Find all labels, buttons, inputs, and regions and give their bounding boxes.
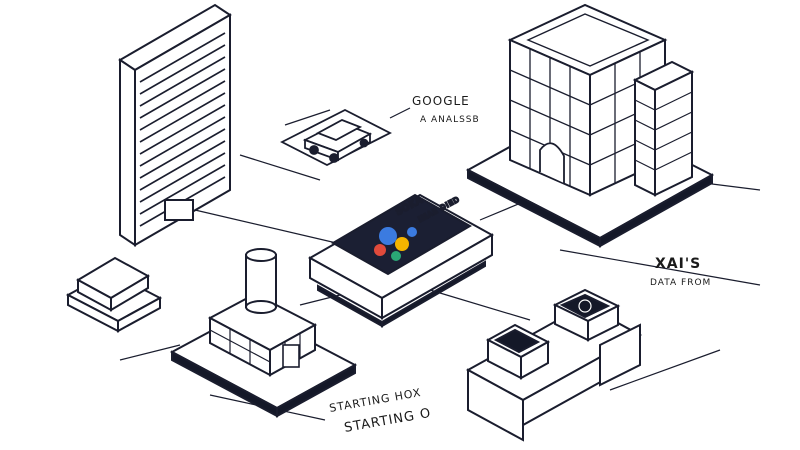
central-display-device: SOKA IMAE DIED (307, 193, 495, 328)
server-rack-tower (118, 3, 232, 247)
hands-icon (485, 323, 551, 380)
xai-label: XAI'S (655, 256, 701, 272)
xai-sublabel: DATA FROM (650, 278, 711, 288)
car-platform (280, 108, 392, 167)
storage-box-small (65, 256, 163, 333)
van-icon (302, 119, 373, 163)
globe-icon (552, 288, 621, 342)
datastore-cluster (169, 248, 358, 418)
google-sublabel: A ANALSSB (420, 115, 480, 125)
badge-table (465, 288, 643, 442)
google-label: GOOGLE (412, 94, 470, 108)
multicolor-logo-icon (374, 227, 417, 261)
office-building (465, 3, 715, 248)
cylinder-database (245, 248, 277, 314)
starting-sublabel: STARTING O (343, 406, 432, 436)
